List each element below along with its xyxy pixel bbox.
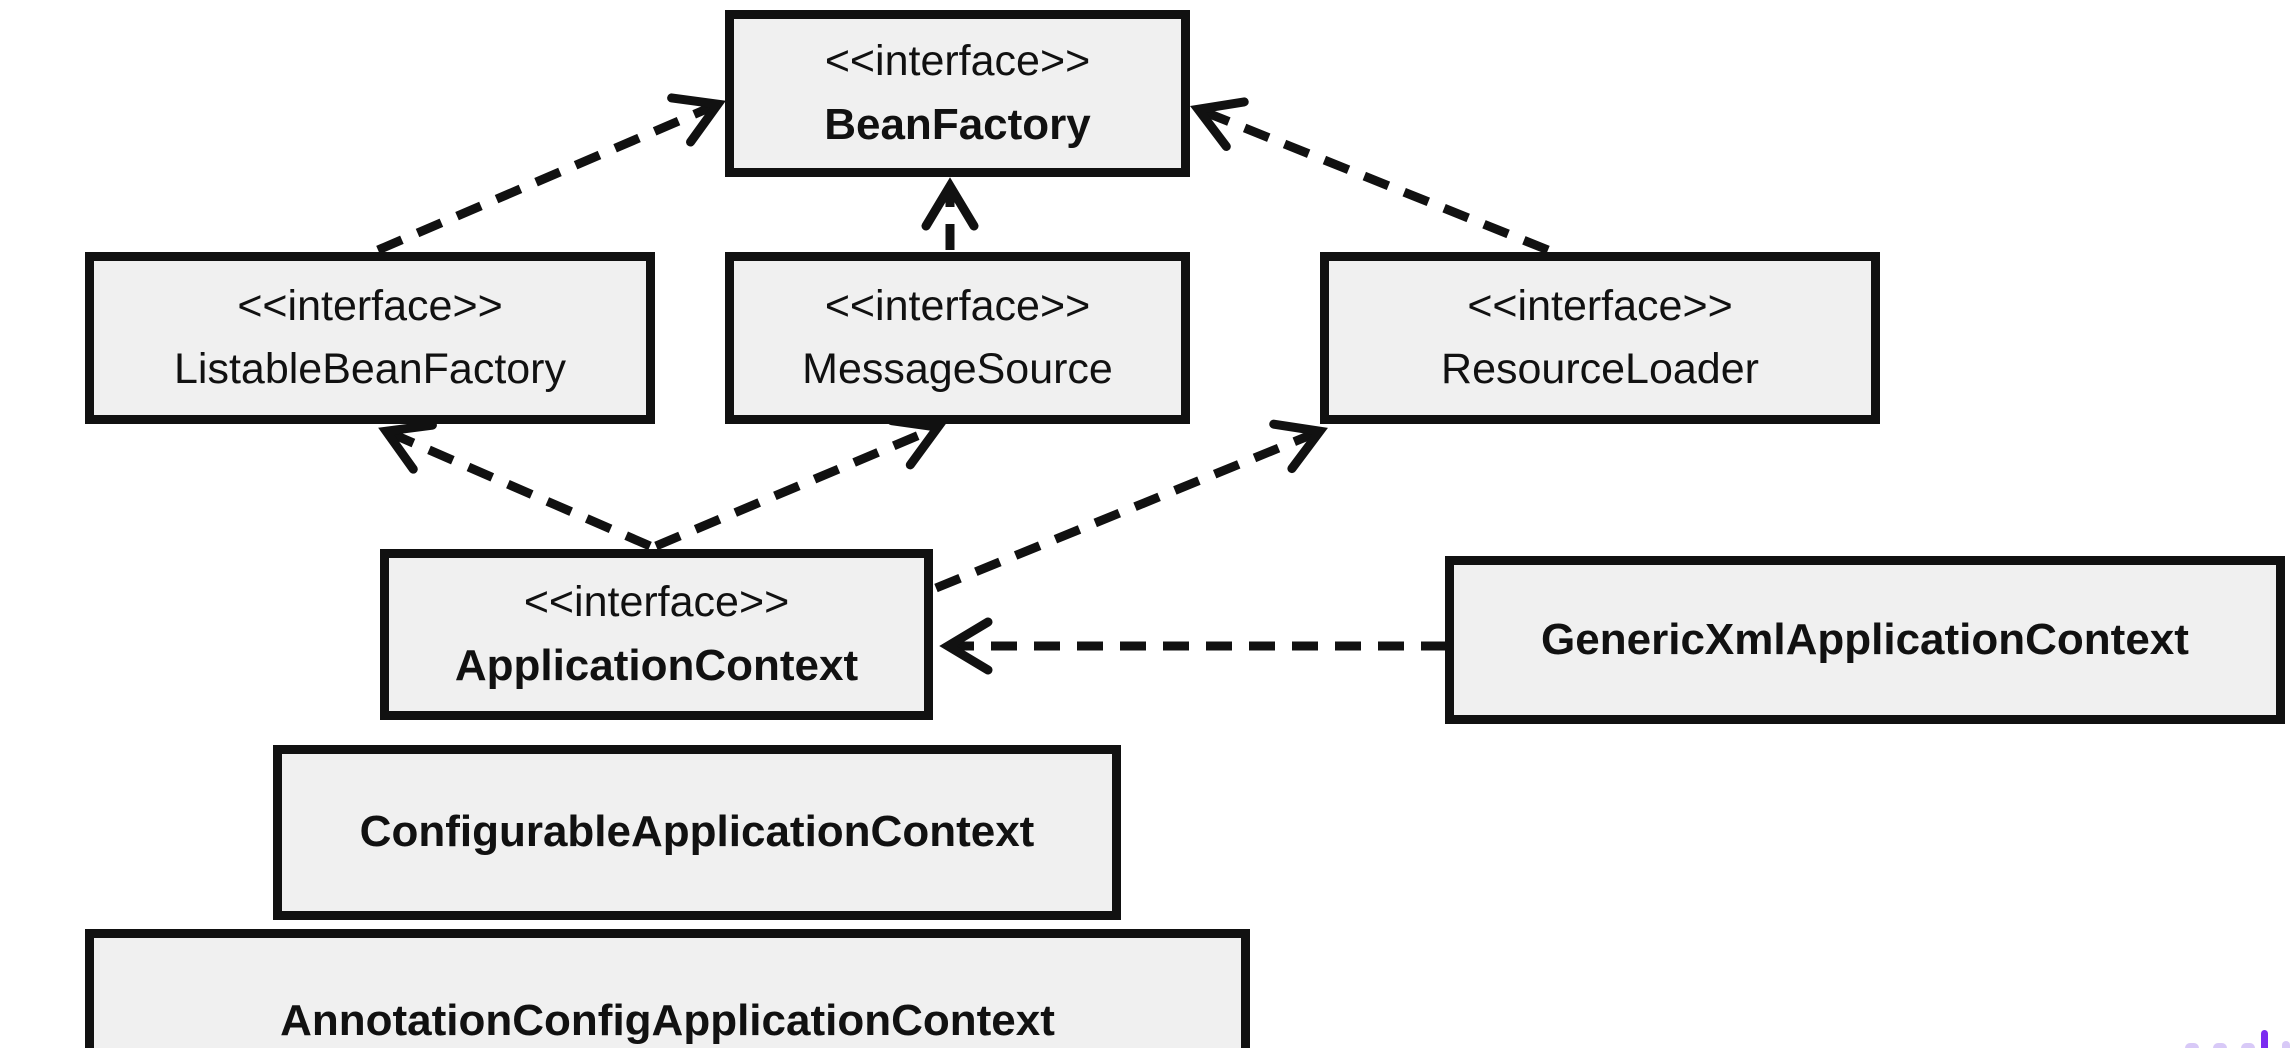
edge-listablebeanfactory-to-beanfactory	[376, 93, 726, 255]
edge-applicationcontext-to-resourceloader	[934, 419, 1328, 593]
stereotype-label: <<interface>>	[1467, 282, 1733, 331]
stereotype-label: <<interface>>	[824, 282, 1091, 331]
stereotype-label: <<interface>>	[237, 282, 503, 331]
watermark-faint-mark	[2185, 1043, 2199, 1048]
class-box-annotationconfigapplicationcontext: AnnotationConfigApplicationContext	[85, 929, 1250, 1048]
class-box-listablebeanfactory: <<interface>> ListableBeanFactory	[85, 252, 655, 424]
class-name: ApplicationContext	[454, 640, 859, 690]
class-box-genericxmlapplicationcontext: GenericXmlApplicationContext	[1445, 556, 2285, 724]
class-name: BeanFactory	[824, 99, 1091, 149]
class-name: ResourceLoader	[1441, 345, 1759, 393]
class-box-beanfactory: <<interface>> BeanFactory	[725, 10, 1190, 177]
watermark-faint-mark	[2241, 1043, 2255, 1048]
edge-resourceloader-to-beanfactory	[1190, 97, 1550, 255]
class-name: ConfigurableApplicationContext	[359, 807, 1035, 857]
watermark-purple-bar	[2261, 1030, 2268, 1048]
watermark-faint-mark	[2282, 1041, 2290, 1048]
stereotype-label: <<interface>>	[824, 37, 1091, 85]
class-name: MessageSource	[802, 345, 1113, 393]
edge-applicationcontext-to-listablebeanfactory	[378, 420, 652, 551]
class-box-configurableapplicationcontext: ConfigurableApplicationContext	[273, 745, 1121, 920]
class-name: AnnotationConfigApplicationContext	[280, 996, 1055, 1046]
class-name: GenericXmlApplicationContext	[1541, 614, 2189, 664]
stereotype-label: <<interface>>	[523, 578, 790, 626]
class-name: ListableBeanFactory	[174, 345, 566, 393]
class-box-resourceloader: <<interface>> ResourceLoader	[1320, 252, 1880, 424]
class-box-applicationcontext: <<interface>> ApplicationContext	[380, 549, 933, 720]
watermark-faint-mark	[2213, 1043, 2227, 1048]
class-box-messagesource: <<interface>> MessageSource	[725, 252, 1190, 424]
edge-applicationcontext-to-messagesource	[654, 416, 946, 551]
